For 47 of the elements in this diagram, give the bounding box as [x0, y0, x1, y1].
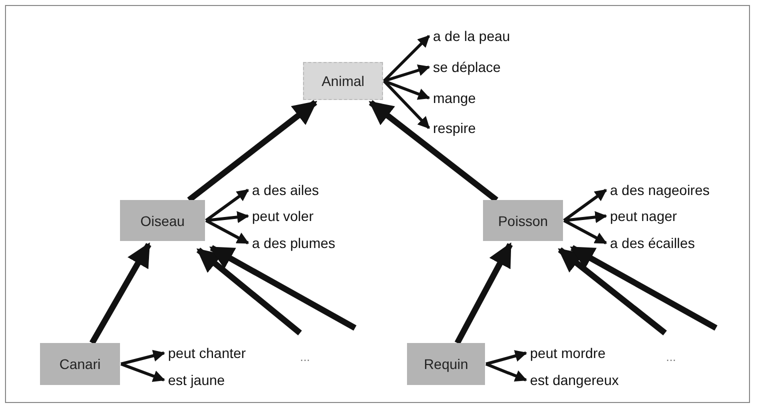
- concept-box: [120, 200, 205, 241]
- arrow: [187, 100, 318, 202]
- concept-box: [303, 62, 383, 100]
- concept-name: Animal: [322, 73, 364, 89]
- property-text: a des ailes: [252, 182, 319, 198]
- property-text: peut mordre: [530, 345, 606, 361]
- arrow: [205, 188, 249, 222]
- property-text: a des nageoires: [610, 182, 710, 198]
- concept-name: Canari: [59, 356, 101, 372]
- arrow: [486, 350, 528, 366]
- property-text: a de la peau: [433, 28, 510, 44]
- concept-name: Poisson: [498, 212, 548, 228]
- concept-box: [407, 343, 485, 385]
- arrow: [564, 211, 608, 224]
- arrow: [563, 188, 607, 222]
- property-text: peut voler: [252, 208, 314, 224]
- arrow: [206, 211, 250, 224]
- arrow: [368, 100, 498, 202]
- arrow: [196, 248, 302, 336]
- concept-box: [40, 343, 120, 385]
- arrow: [485, 362, 528, 382]
- ellipsis-text: ...: [300, 350, 310, 364]
- arrow: [90, 242, 152, 344]
- arrow: [209, 245, 356, 331]
- property-text: peut nager: [610, 208, 677, 224]
- concept-name: Oiseau: [140, 212, 185, 228]
- ellipsis-text: ...: [666, 350, 676, 364]
- arrow: [120, 362, 166, 382]
- property-text: peut chanter: [168, 345, 246, 361]
- arrow: [570, 245, 718, 331]
- property-text: est dangereux: [530, 372, 619, 388]
- arrow: [205, 219, 250, 244]
- concept-box: [483, 200, 563, 241]
- property-text: a des écailles: [610, 235, 695, 251]
- arrow: [384, 64, 430, 82]
- property-text: est jaune: [168, 372, 225, 388]
- arrow: [382, 34, 430, 82]
- arrow: [563, 219, 608, 244]
- property-text: mange: [433, 90, 476, 106]
- property-text: respire: [433, 120, 476, 136]
- arrow: [454, 242, 513, 344]
- arrow: [120, 350, 166, 366]
- property-text: se déplace: [433, 59, 501, 75]
- property-text: a des plumes: [252, 235, 336, 251]
- arrow: [382, 80, 430, 130]
- arrow: [558, 247, 667, 336]
- concept-name: Requin: [424, 356, 468, 372]
